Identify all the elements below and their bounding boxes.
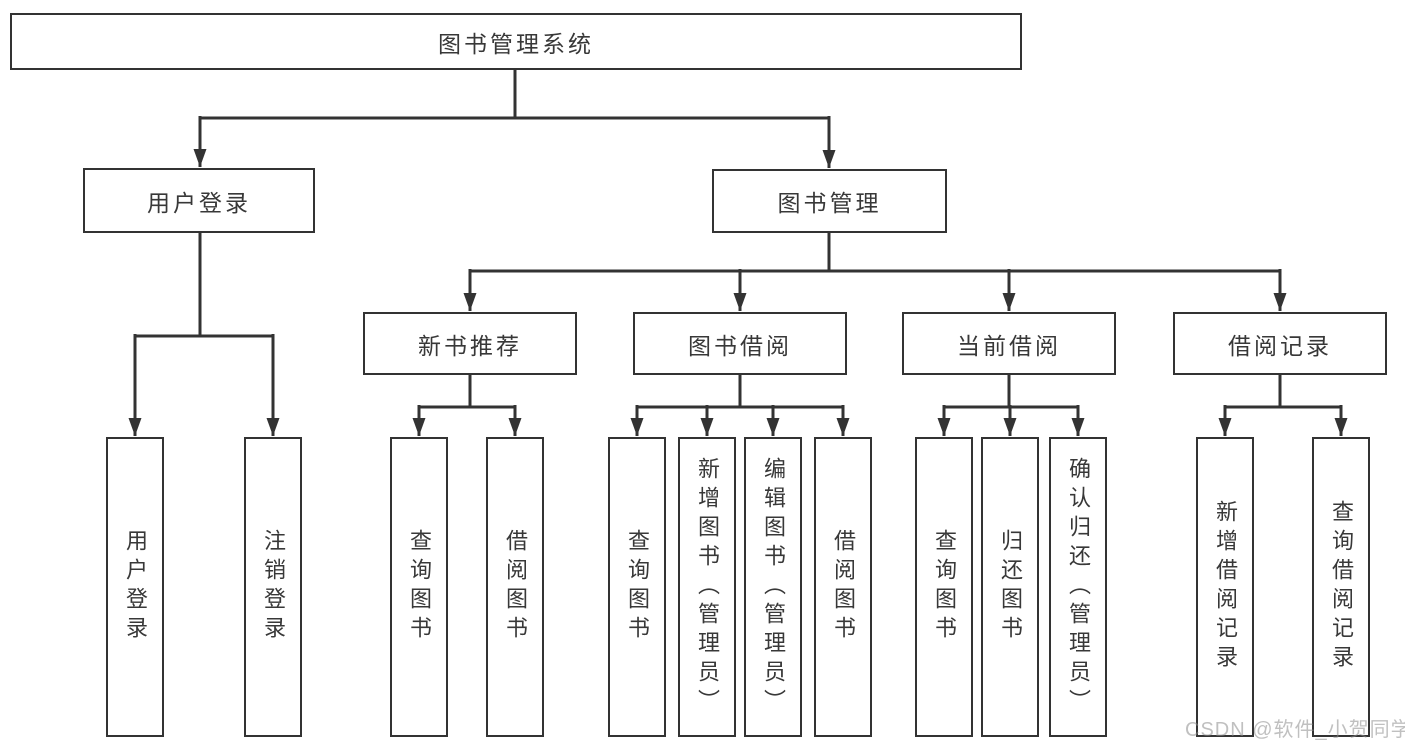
leaf-borrow-edit-books-admin-label: 编辑图书（管理员） <box>761 456 786 718</box>
leaf-logout-login: 注销登录 <box>244 437 302 737</box>
leaf-user-login-label: 用户登录 <box>123 529 148 645</box>
leaf-current-query-books-label: 查询图书 <box>932 529 957 645</box>
leaf-current-confirm-return-admin: 确认归还（管理员） <box>1049 437 1107 737</box>
node-new-book-recommend: 新书推荐 <box>363 312 577 375</box>
leaf-borrow-borrow-books: 借阅图书 <box>814 437 872 737</box>
leaf-current-confirm-return-admin-label: 确认归还（管理员） <box>1066 456 1091 718</box>
node-book-borrowing: 图书借阅 <box>633 312 847 375</box>
leaf-borrow-query-books: 查询图书 <box>608 437 666 737</box>
node-borrowing-records: 借阅记录 <box>1173 312 1387 375</box>
node-root-system: 图书管理系统 <box>10 13 1022 70</box>
leaf-current-query-books: 查询图书 <box>915 437 973 737</box>
leaf-current-return-books-label: 归还图书 <box>998 529 1023 645</box>
leaf-records-add-record-label: 新增借阅记录 <box>1213 500 1238 674</box>
leaf-borrow-add-books-admin: 新增图书（管理员） <box>678 437 736 737</box>
leaf-recommend-borrow-books: 借阅图书 <box>486 437 544 737</box>
leaf-recommend-query-books-label: 查询图书 <box>407 529 432 645</box>
leaf-records-query-record-label: 查询借阅记录 <box>1329 500 1354 674</box>
node-current-borrowing: 当前借阅 <box>902 312 1116 375</box>
leaf-records-add-record: 新增借阅记录 <box>1196 437 1254 737</box>
leaf-recommend-query-books: 查询图书 <box>390 437 448 737</box>
leaf-logout-login-label: 注销登录 <box>261 529 286 645</box>
leaf-borrow-query-books-label: 查询图书 <box>625 529 650 645</box>
leaf-records-query-record: 查询借阅记录 <box>1312 437 1370 737</box>
node-user-login-group: 用户登录 <box>83 168 315 233</box>
node-book-management-group: 图书管理 <box>712 169 947 233</box>
leaf-borrow-borrow-books-label: 借阅图书 <box>831 529 856 645</box>
leaf-borrow-add-books-admin-label: 新增图书（管理员） <box>695 456 720 718</box>
leaf-user-login: 用户登录 <box>106 437 164 737</box>
csdn-watermark: CSDN @软件_小贺同学 <box>1185 719 1405 741</box>
leaf-recommend-borrow-books-label: 借阅图书 <box>503 529 528 645</box>
leaf-current-return-books: 归还图书 <box>981 437 1039 737</box>
leaf-borrow-edit-books-admin: 编辑图书（管理员） <box>744 437 802 737</box>
